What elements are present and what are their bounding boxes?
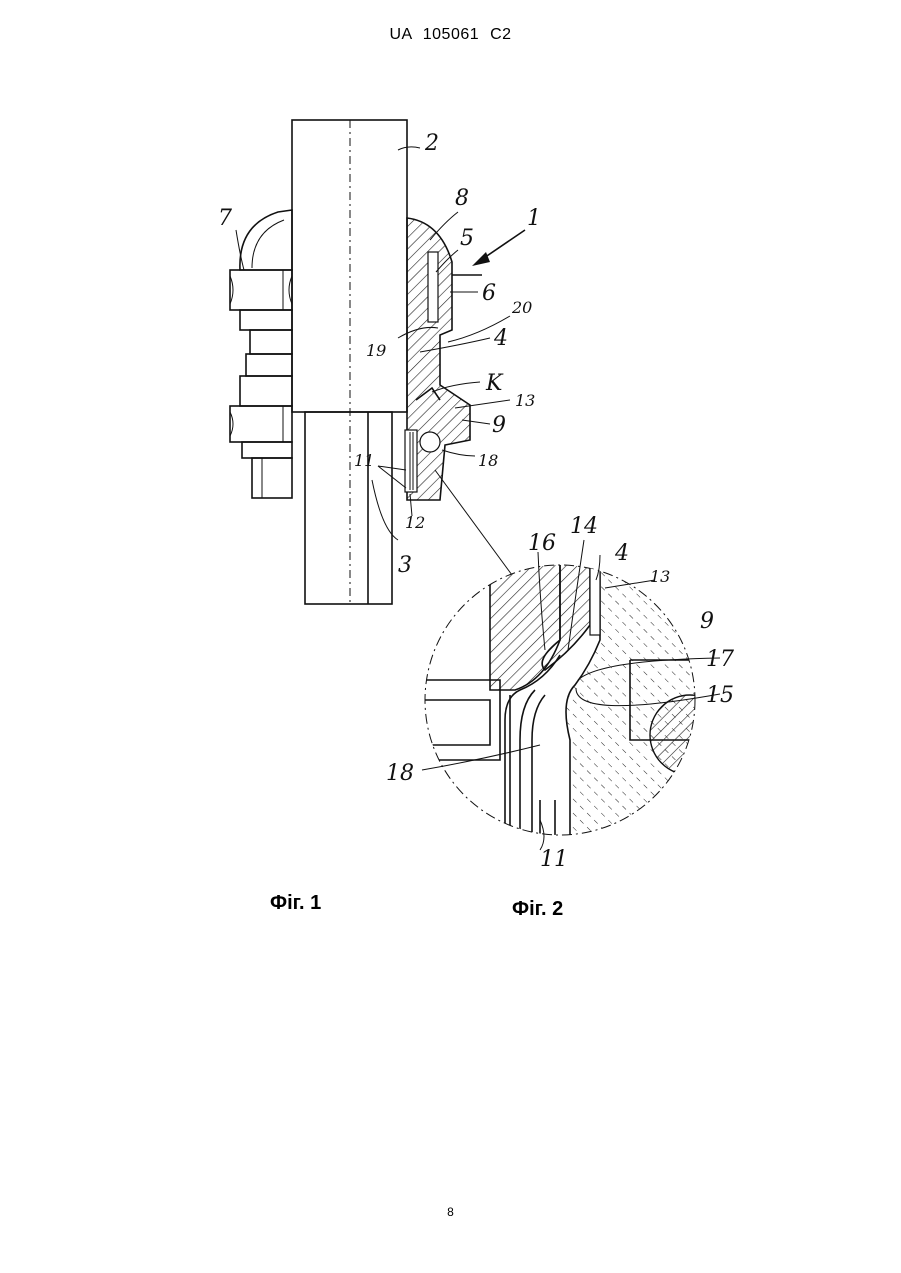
ref-20: 20: [511, 298, 532, 317]
ref-6: 6: [482, 281, 496, 306]
ref-14: 14: [570, 514, 598, 539]
ref-15: 15: [706, 683, 734, 708]
ref-13: 13: [515, 391, 535, 410]
ref-13-detail: 13: [650, 567, 670, 586]
ref-1: 1: [527, 206, 541, 231]
figure-2-detail: [422, 540, 730, 850]
ref-4: 4: [493, 326, 508, 351]
ref-19: 19: [366, 341, 386, 360]
figure-2-caption: Фіг. 2: [512, 898, 563, 921]
ref-9: 9: [492, 413, 506, 438]
ref-5: 5: [460, 226, 474, 251]
ref-12: 12: [405, 513, 425, 532]
ref-3: 3: [398, 553, 412, 578]
ref-18-detail: 18: [386, 761, 414, 786]
ref-16: 16: [528, 531, 556, 556]
ref-11: 11: [354, 451, 374, 470]
figure-1-drawing: [230, 120, 525, 605]
ref-11-detail: 11: [540, 847, 568, 872]
ref-7: 7: [218, 206, 232, 231]
ref-17: 17: [706, 647, 734, 672]
ref-4-detail: 4: [614, 541, 629, 566]
ref-18: 18: [478, 451, 498, 470]
page-number: 8: [0, 1205, 901, 1219]
ref-2: 2: [424, 131, 439, 156]
ref-8: 8: [455, 186, 469, 211]
ref-K: K: [485, 371, 504, 396]
figure-1-caption: Фіг. 1: [270, 892, 321, 915]
dome-cap: [240, 210, 292, 270]
ref-9-detail: 9: [700, 609, 714, 634]
